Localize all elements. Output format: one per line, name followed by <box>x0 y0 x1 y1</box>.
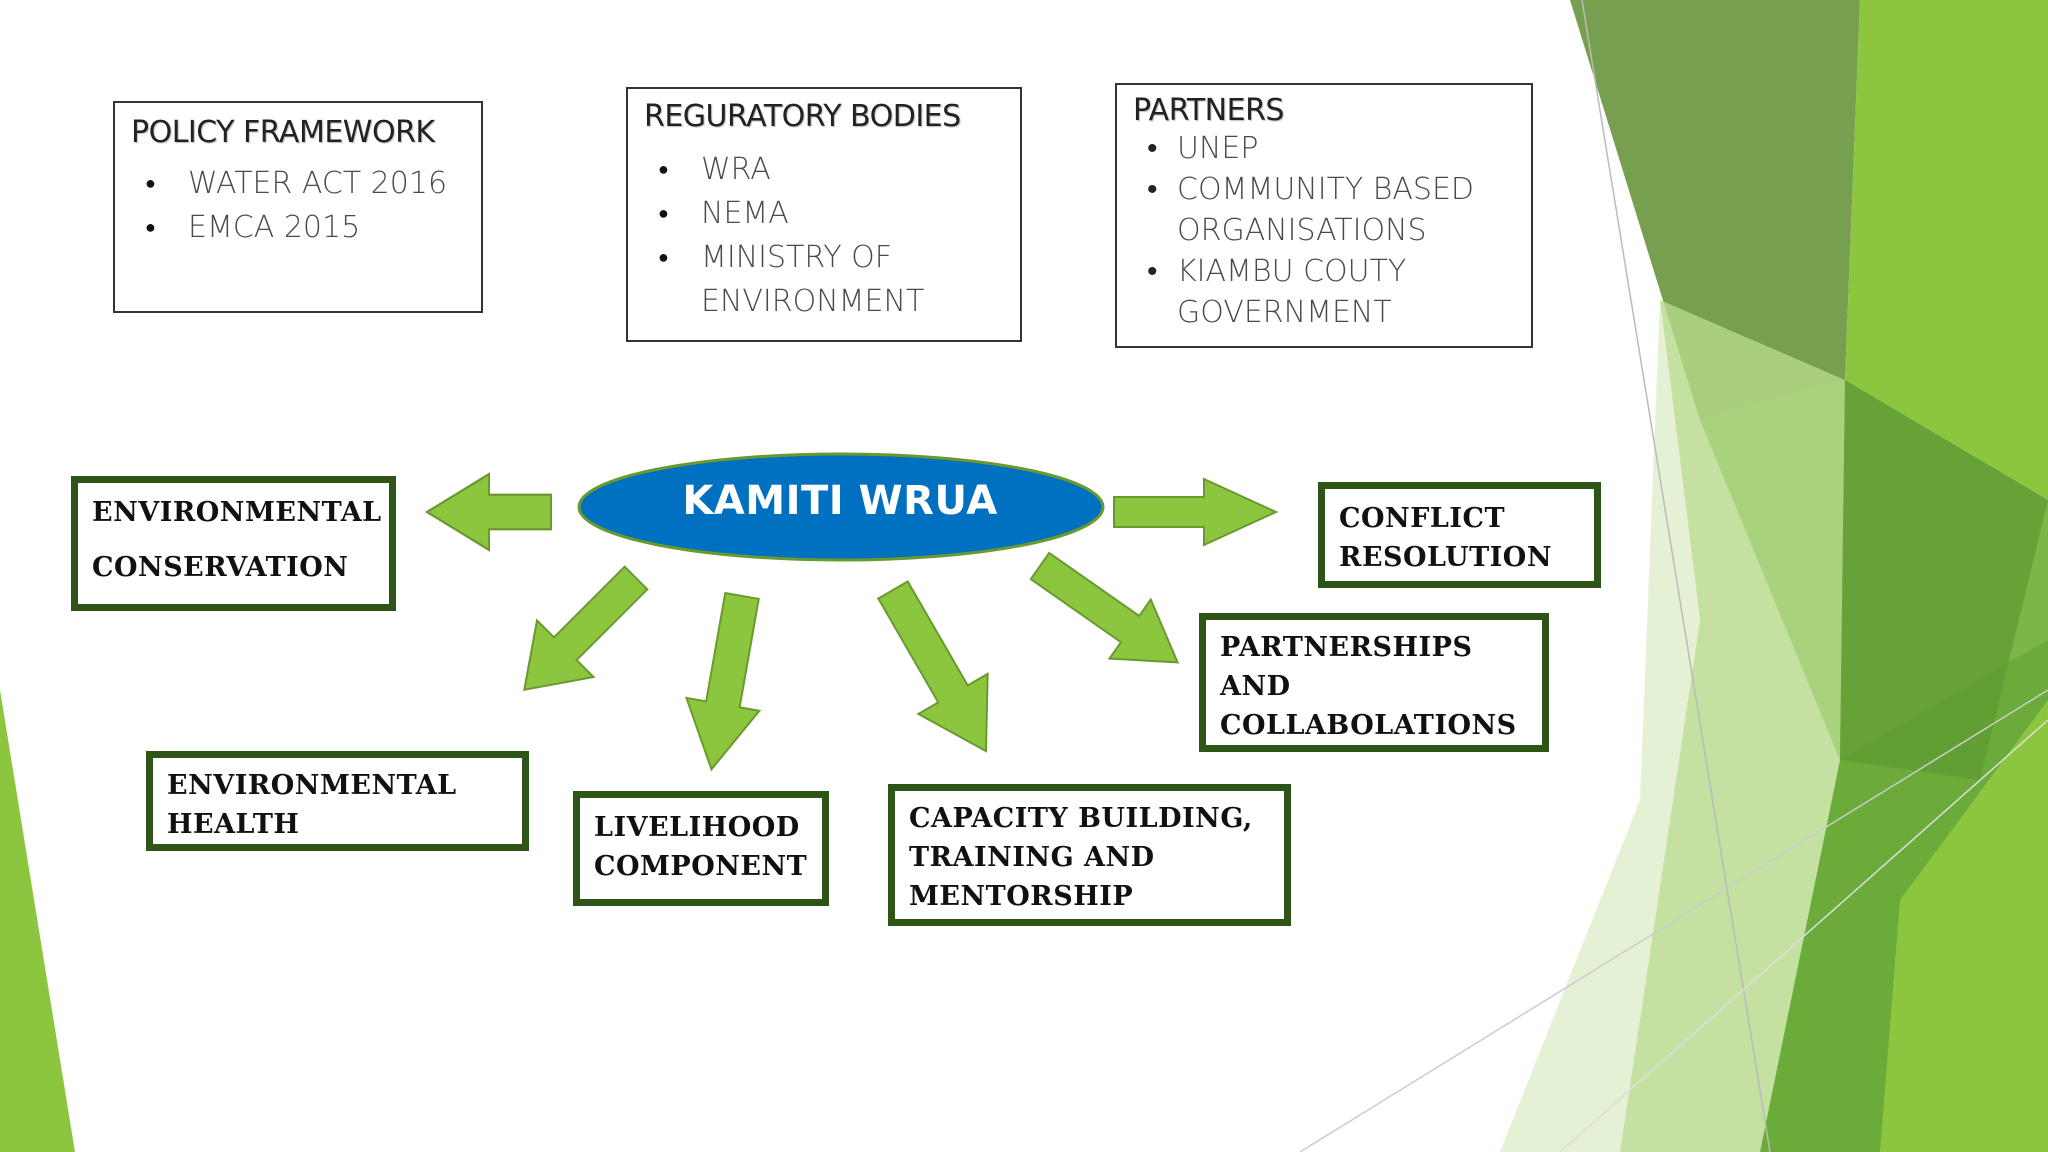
policy-framework-title: POLICY FRAMEWORK <box>131 115 435 150</box>
kamiti-wrua-ellipse <box>577 452 1105 562</box>
box-line: CONSERVATION <box>92 552 349 583</box>
box-line: LIVELIHOOD <box>594 812 800 843</box>
box-line: RESOLUTION <box>1339 542 1553 573</box>
policy-framework-list: WATER ACT 2016 EMCA 2015 <box>131 162 465 250</box>
list-item: UNEP <box>1133 128 1515 169</box>
arrow-to-conflict-resolution <box>1113 477 1279 547</box>
box-line: PARTNERSHIPS <box>1220 632 1473 663</box>
list-item: EMCA 2015 <box>131 206 465 250</box>
list-item-continuation: GOVERNMENT <box>1177 295 1392 330</box>
regulatory-bodies-list: WRA NEMA MINISTRY OF ENVIRONMENT <box>644 148 1004 324</box>
environmental-conservation-box: ENVIRONMENTAL CONSERVATION <box>71 476 396 611</box>
list-item: MINISTRY OF <box>644 236 1004 280</box>
policy-framework-box: POLICY FRAMEWORK WATER ACT 2016 EMCA 201… <box>113 101 483 313</box>
arrow-to-capacity-building <box>876 580 989 753</box>
list-item-continuation: ORGANISATIONS <box>1177 213 1427 248</box>
box-line: MENTORSHIP <box>909 881 1134 912</box>
list-item: NEMA <box>644 192 1004 236</box>
kamiti-wrua-label: KAMITI WRUA <box>682 478 998 524</box>
box-line: CAPACITY BUILDING, <box>909 803 1253 834</box>
arrow-to-environmental-health <box>523 565 649 691</box>
box-line: COMPONENT <box>594 851 808 882</box>
list-item: COMMUNITY BASED <box>1133 169 1515 210</box>
right-dark-green-facet <box>1570 0 1860 420</box>
partners-list: UNEP COMMUNITY BASED ORGANISATIONS KIAMB… <box>1133 128 1515 333</box>
list-item: KIAMBU COUTY <box>1133 251 1515 292</box>
partners-box: PARTNERS UNEP COMMUNITY BASED ORGANISATI… <box>1115 83 1533 348</box>
conflict-resolution-box: CONFLICT RESOLUTION <box>1318 482 1601 588</box>
box-line: COLLABOLATIONS <box>1220 710 1517 741</box>
arrow-to-environmental-conservation <box>424 472 552 552</box>
list-item: WATER ACT 2016 <box>131 162 465 206</box>
box-line: CONFLICT <box>1339 503 1506 534</box>
arrow-to-partnerships <box>1029 551 1180 664</box>
regulatory-bodies-box: REGURATORY BODIES WRA NEMA MINISTRY OF E… <box>626 87 1022 342</box>
left-green-sliver <box>0 690 75 1152</box>
box-line: TRAINING AND <box>909 842 1155 873</box>
regulatory-bodies-title: REGURATORY BODIES <box>644 99 961 134</box>
box-line: ENVIRONMENTAL <box>167 770 457 801</box>
livelihood-box: LIVELIHOOD COMPONENT <box>573 791 829 906</box>
environmental-health-box: ENVIRONMENTAL HEALTH <box>146 751 529 851</box>
capacity-building-box: CAPACITY BUILDING, TRAINING AND MENTORSH… <box>888 784 1291 926</box>
box-line: AND <box>1220 671 1291 702</box>
box-line: ENVIRONMENTAL <box>92 497 382 528</box>
arrow-to-livelihood <box>684 591 762 772</box>
partnerships-box: PARTNERSHIPS AND COLLABOLATIONS <box>1199 613 1549 752</box>
partners-title: PARTNERS <box>1133 93 1284 128</box>
list-item: WRA <box>644 148 1004 192</box>
list-item-continuation: ENVIRONMENT <box>701 284 925 319</box>
box-line: HEALTH <box>167 809 300 840</box>
